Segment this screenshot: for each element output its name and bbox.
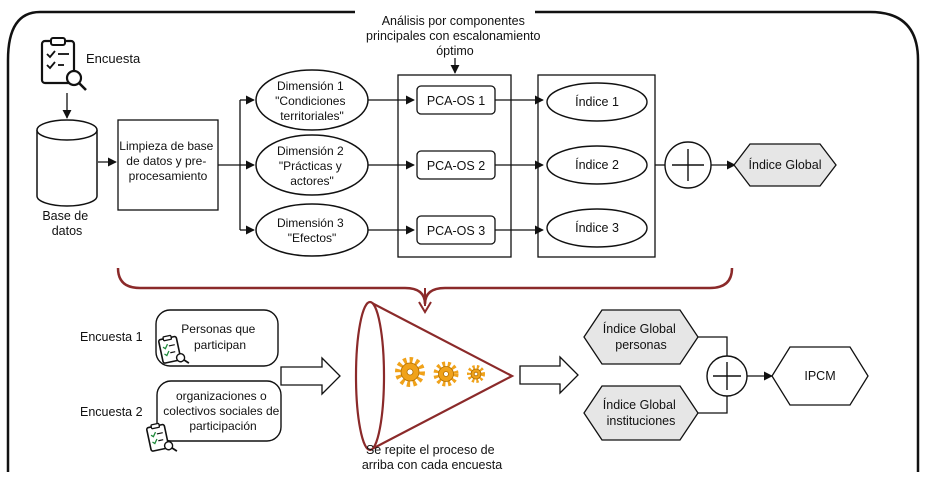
outer-frame [6, 10, 920, 472]
cleaning-box [117, 119, 219, 211]
hollow-arrow-left [280, 356, 341, 396]
encuesta-2-label: Encuesta 2 [80, 405, 143, 419]
dimension-to-pca-arrows [368, 95, 415, 235]
encuesta-2-text: organizaciones o colectivos sociales de … [163, 389, 282, 433]
index-1-ellipse [546, 82, 648, 122]
index-2-label: Índice 2 [575, 157, 619, 172]
pca-2-label: PCA-OS 2 [427, 159, 485, 173]
global-instituciones-hexagon [583, 385, 699, 441]
process-brace [116, 267, 734, 314]
cleaning-splitter [218, 95, 255, 235]
ipcm-label: IPCM [804, 369, 835, 383]
dimension-3-ellipse [255, 203, 369, 257]
gears-icon [395, 357, 485, 387]
pca-3-label: PCA-OS 3 [427, 224, 485, 238]
encuesta-1-label: Encuesta 1 [80, 330, 143, 344]
encuesta-1-box [155, 309, 279, 367]
final-sum-plus-icon [706, 355, 748, 397]
index-2-ellipse [546, 145, 648, 185]
top-note: Análisis por componentes principales con… [366, 14, 544, 58]
global-index-label: Índice Global [749, 157, 822, 172]
dimension-1-text: Dimensión 1 "Condiciones territoriales" [275, 79, 349, 123]
dimension-3-text: Dimensión 3 "Efectos" [277, 216, 347, 245]
global-personas-hexagon [583, 309, 699, 365]
encuesta-label: Encuesta [86, 51, 141, 66]
sum-plus-icon [664, 141, 712, 189]
index-3-label: Índice 3 [575, 220, 619, 235]
pca-group-box [397, 74, 512, 258]
database-icon [36, 119, 98, 207]
global-index-hexagon [733, 143, 837, 187]
clipboard-icon-encuesta-2 [145, 422, 178, 452]
globals-to-sum-connectors [698, 336, 728, 414]
clipboard-icon-encuesta-1 [157, 334, 190, 364]
hollow-arrow-right [519, 355, 579, 395]
dimension-2-text: Dimensión 2 "Prácticas y actores" [277, 144, 347, 188]
index-1-label: Índice 1 [575, 94, 619, 109]
encuesta-1-text: Personas que participan [181, 322, 258, 352]
encuesta-2-box [156, 380, 282, 442]
index-3-ellipse [546, 208, 648, 248]
cleaning-text: Limpieza de base de datos y pre- procesa… [119, 139, 216, 183]
ipcm-hexagon [771, 346, 869, 406]
index-group-box [537, 74, 656, 258]
repeat-note: Se repite el proceso de arriba con cada … [362, 443, 502, 472]
process-funnel [354, 300, 515, 452]
global-personas-text: Índice Global personas [603, 321, 679, 352]
pca-1-label: PCA-OS 1 [427, 94, 485, 108]
global-instituciones-text: Índice Global instituciones [603, 397, 679, 428]
clipboard-search-icon [40, 37, 87, 91]
pca-to-index-arrows [495, 95, 544, 235]
database-label: Base de datos [42, 209, 91, 238]
